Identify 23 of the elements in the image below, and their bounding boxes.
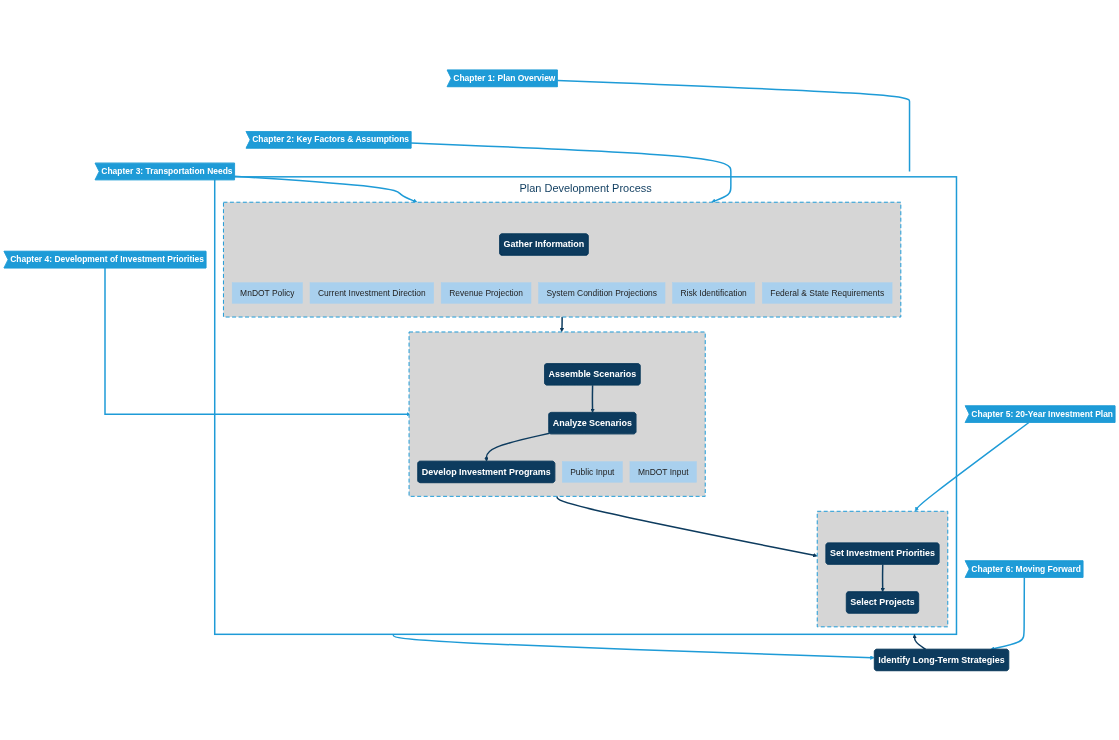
arrow	[484, 432, 551, 462]
arrow	[392, 633, 875, 660]
arrow	[912, 633, 927, 650]
node-box: Risk Identification	[672, 282, 756, 304]
connector	[556, 79, 911, 172]
node-box: Federal & State Requirements	[762, 282, 893, 304]
arrow	[590, 384, 595, 413]
arrow	[104, 266, 411, 416]
arrow	[880, 563, 885, 592]
arrow	[915, 421, 1030, 512]
node-box: Current Investment Direction	[309, 282, 434, 304]
cluster	[816, 510, 949, 627]
arrow	[559, 315, 565, 332]
arrow	[410, 142, 732, 203]
node-box: Revenue Projection	[440, 282, 532, 304]
cluster	[222, 201, 902, 318]
node-box: System Condition Projections	[538, 282, 666, 304]
cluster	[408, 331, 706, 497]
node-box: MnDOT Policy	[231, 282, 303, 304]
arrow	[233, 175, 418, 203]
node-box: Public Input	[562, 461, 623, 483]
arrow	[556, 495, 818, 557]
node-box: MnDOT Input	[629, 461, 697, 483]
